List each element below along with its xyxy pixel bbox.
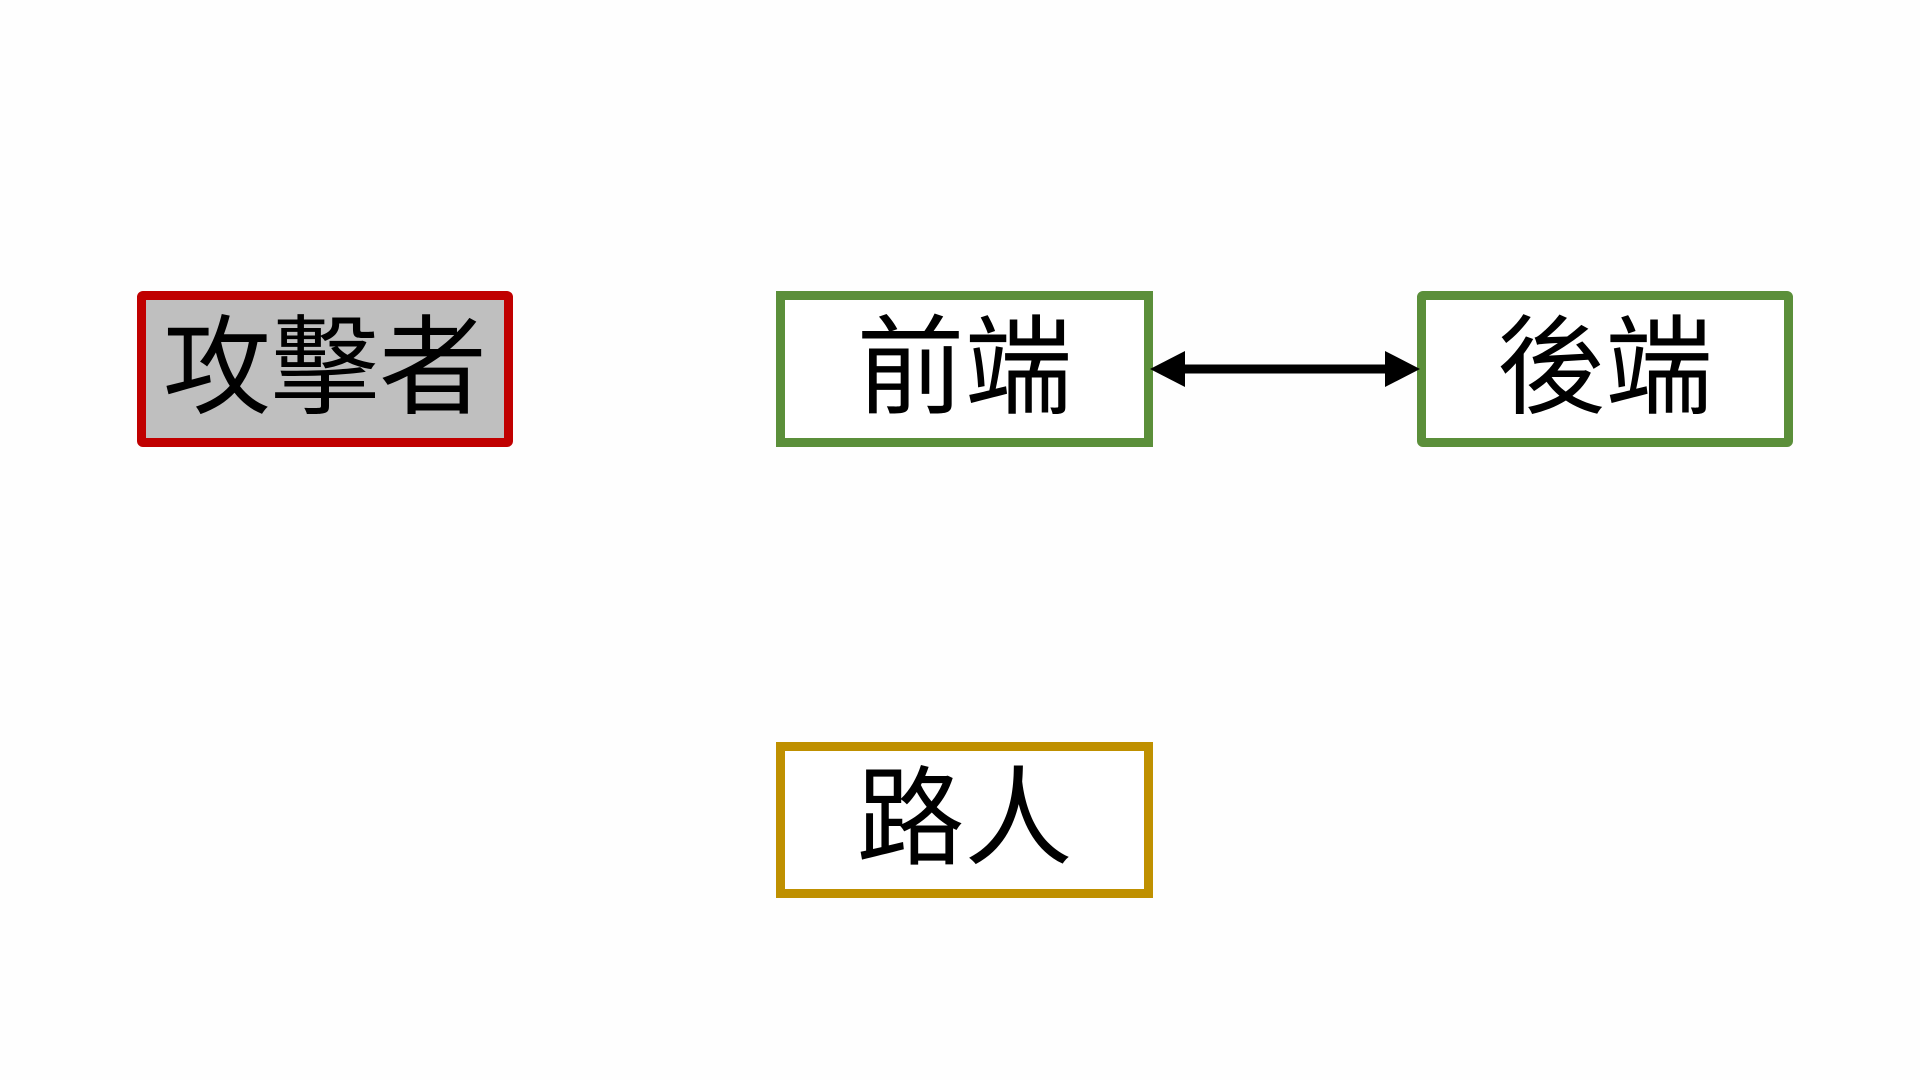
arrowhead-right bbox=[1385, 351, 1420, 387]
node-passerby: 路人 bbox=[776, 742, 1153, 898]
node-frontend: 前端 bbox=[776, 291, 1153, 447]
node-backend: 後端 bbox=[1417, 291, 1793, 447]
node-frontend-label: 前端 bbox=[856, 306, 1073, 431]
node-backend-label: 後端 bbox=[1496, 306, 1713, 431]
node-passerby-label: 路人 bbox=[856, 757, 1073, 882]
edge-frontend-backend bbox=[1150, 351, 1420, 387]
node-attacker: 攻擊者 bbox=[137, 291, 513, 447]
node-attacker-label: 攻擊者 bbox=[162, 306, 487, 431]
arrowhead-left bbox=[1150, 351, 1185, 387]
